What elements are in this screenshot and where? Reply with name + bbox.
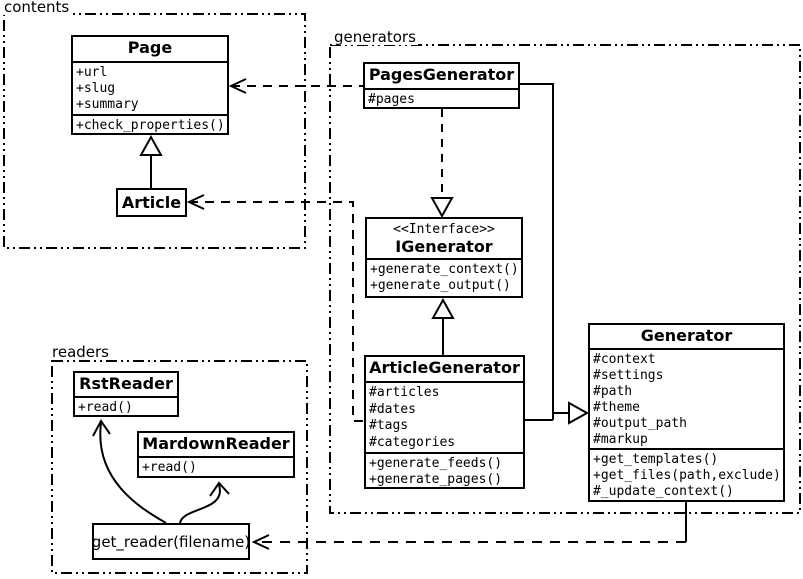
class-page: Page +url +slug +summary +check_properti…	[71, 35, 229, 135]
function-get-reader-label: get_reader(filename)	[91, 532, 251, 551]
class-page-attributes: +url +slug +summary	[76, 65, 139, 112]
inheritance-arrow-articlegenerator-igenerator	[431, 297, 455, 355]
class-pagesgenerator-attributes: #pages	[368, 92, 415, 107]
class-article-title: Article	[121, 192, 182, 212]
class-articlegenerator-attributes: #articles #dates #tags #categories	[369, 385, 456, 450]
class-generator: Generator #context #settings #path #them…	[588, 323, 785, 502]
arrow-getreader-rstreader	[92, 419, 167, 524]
class-pagesgenerator-title: PagesGenerator	[365, 64, 518, 90]
class-igenerator-stereotype: <<Interface>>	[393, 222, 495, 237]
dependency-arrow-generator-getreader	[251, 502, 687, 550]
dependency-arrow-pagesgenerator-page	[228, 78, 363, 94]
contents-package-border	[3, 13, 306, 249]
class-mardownreader: MardownReader +read()	[137, 431, 295, 478]
readers-package-border	[51, 360, 308, 574]
class-rstreader: RstReader +read()	[73, 371, 179, 417]
arrow-getreader-mardownreader	[179, 481, 230, 524]
class-igenerator: <<Interface>> IGenerator +generate_conte…	[365, 217, 523, 298]
generators-package-label: generators	[332, 28, 418, 46]
class-articlegenerator-methods: +generate_feeds() +generate_pages()	[366, 452, 523, 490]
generators-package-border	[329, 44, 801, 514]
class-article: Article	[116, 188, 187, 217]
class-igenerator-methods: +generate_context() +generate_output()	[370, 262, 519, 293]
class-igenerator-title: IGenerator	[395, 237, 493, 256]
class-mardownreader-title: MardownReader	[139, 433, 293, 458]
class-page-methods: +check_properties()	[73, 114, 227, 136]
class-articlegenerator: ArticleGenerator #articles #dates #tags …	[364, 355, 525, 489]
inheritance-arrow-article-page	[139, 134, 163, 188]
class-igenerator-header: <<Interface>> IGenerator	[367, 219, 521, 260]
class-pagesgenerator: PagesGenerator #pages	[363, 62, 520, 109]
class-page-title: Page	[73, 37, 227, 63]
class-rstreader-title: RstReader	[75, 373, 177, 398]
function-get-reader: get_reader(filename)	[92, 523, 250, 560]
class-generator-title: Generator	[590, 325, 783, 350]
dependency-arrow-articlegenerator-article	[186, 194, 364, 422]
class-generator-methods: +get_templates() +get_files(path,exclude…	[590, 448, 783, 502]
class-generator-attributes: #context #settings #path #theme #output_…	[593, 352, 687, 447]
inheritance-arrow-generators-generator	[519, 83, 590, 425]
class-mardownreader-methods: +read()	[142, 460, 197, 475]
readers-package-label: readers	[50, 343, 111, 361]
realization-arrow-pagesgenerator-igenerator	[430, 109, 454, 219]
contents-package-label: contents	[2, 0, 72, 16]
class-rstreader-methods: +read()	[78, 400, 133, 415]
class-articlegenerator-title: ArticleGenerator	[366, 357, 523, 383]
